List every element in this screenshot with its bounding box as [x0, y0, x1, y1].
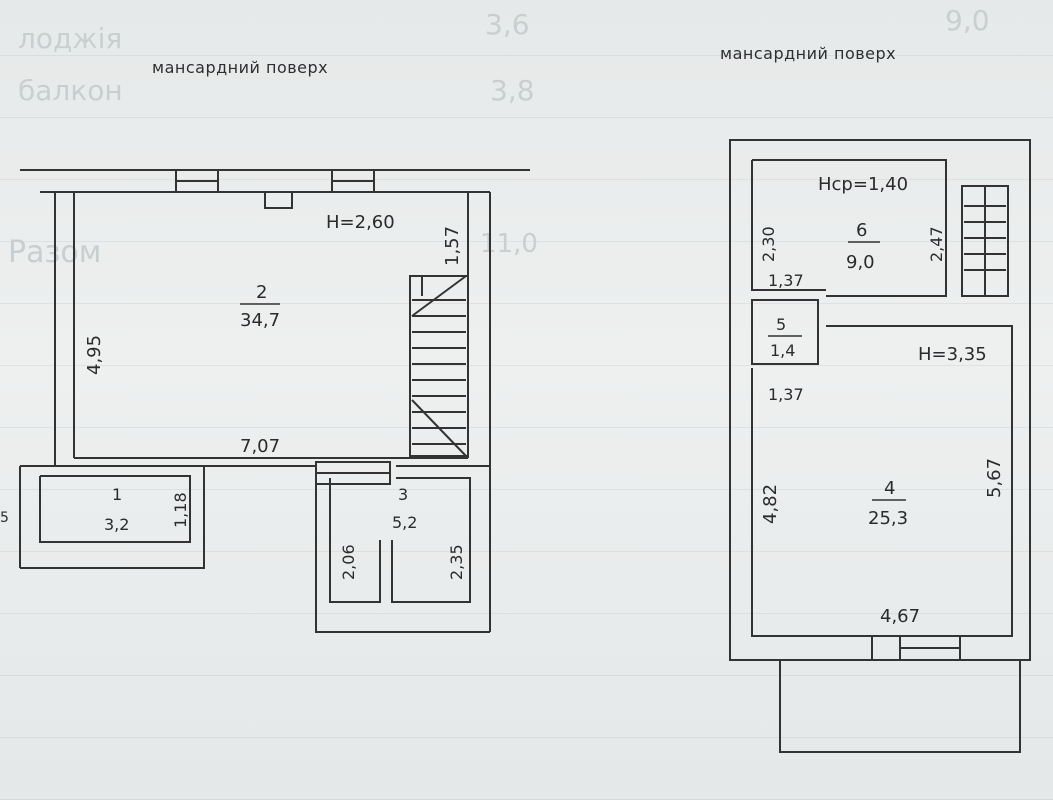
left-plan-labels: 2 34,7 Н=2,60 1,57 4,95 7,07 1 3,2 1,18 …	[0, 212, 466, 580]
edge-mark: 5	[0, 510, 9, 526]
room2-height: Н=2,60	[326, 212, 395, 233]
left-stair	[409, 275, 469, 457]
room4-height: Н=3,35	[918, 344, 987, 365]
room3-outer	[315, 466, 490, 633]
bleed-value-2: 3,8	[490, 74, 535, 107]
room3-inner-left	[329, 478, 381, 603]
bleed-through-text: лоджія балкон 3,6 3,8 9,0 Разом 11,0	[8, 4, 990, 270]
room3-area: 5,2	[392, 513, 417, 532]
dim-room4-left: 4,82	[760, 484, 781, 524]
dim-room3-right: 2,35	[447, 544, 466, 580]
dim-room4-right: 5,67	[984, 458, 1005, 498]
room3-inner-right	[391, 477, 471, 603]
bleed-word-2: балкон	[18, 74, 123, 107]
dim-top-right: 1,57	[442, 226, 463, 266]
room1-inner	[39, 475, 191, 543]
room4-walls	[751, 325, 1013, 637]
room5-number: 5	[776, 315, 786, 334]
room1-outer-bottom	[20, 466, 205, 569]
room5-walls	[751, 299, 819, 365]
dim-room6-left: 2,30	[759, 226, 778, 262]
room6-number: 6	[856, 220, 867, 241]
right-floor-plan	[729, 139, 1031, 753]
room2-number: 2	[256, 282, 267, 303]
room1-area: 3,2	[104, 515, 129, 534]
dim-room3-left: 2,06	[339, 544, 358, 580]
dim-room5-bottom: 1,37	[768, 385, 804, 404]
room1-number: 1	[112, 485, 122, 504]
bleed-value-3: 9,0	[945, 4, 990, 37]
room4-number: 4	[884, 478, 895, 499]
right-plan-labels: Нср=1,40 6 9,0 2,30 2,47 1,37 5 1,4 Н=3,…	[759, 174, 1005, 627]
right-plan-title: мансардний поверх	[720, 44, 897, 63]
room6-walls	[752, 159, 947, 297]
left-plan-title: мансардний поверх	[152, 58, 329, 77]
stair-arrow	[411, 275, 467, 317]
room6-area: 9,0	[846, 252, 875, 273]
room4-area: 25,3	[868, 508, 908, 529]
left-niche	[264, 192, 293, 209]
room3-number: 3	[398, 485, 408, 504]
bleed-value-1: 3,6	[485, 8, 530, 41]
dim-left: 4,95	[84, 335, 105, 375]
dim-room4-bottom: 4,67	[880, 606, 920, 627]
room5-area: 1,4	[770, 341, 795, 360]
room2-area: 34,7	[240, 310, 280, 331]
bleed-value-4: 11,0	[480, 229, 538, 259]
dim-room6-bottom: 1,37	[768, 271, 804, 290]
dim-bottom: 7,07	[240, 436, 280, 457]
left-floor-plan	[19, 169, 530, 633]
dim-room6-right: 2,47	[927, 226, 946, 262]
dim-room1-right: 1,18	[171, 492, 190, 528]
balcony	[779, 659, 1021, 753]
stair-diagonal	[411, 399, 467, 457]
bleed-word-1: лоджія	[18, 22, 122, 55]
room6-height: Нср=1,40	[818, 174, 908, 195]
room6-left-wall	[751, 160, 826, 291]
